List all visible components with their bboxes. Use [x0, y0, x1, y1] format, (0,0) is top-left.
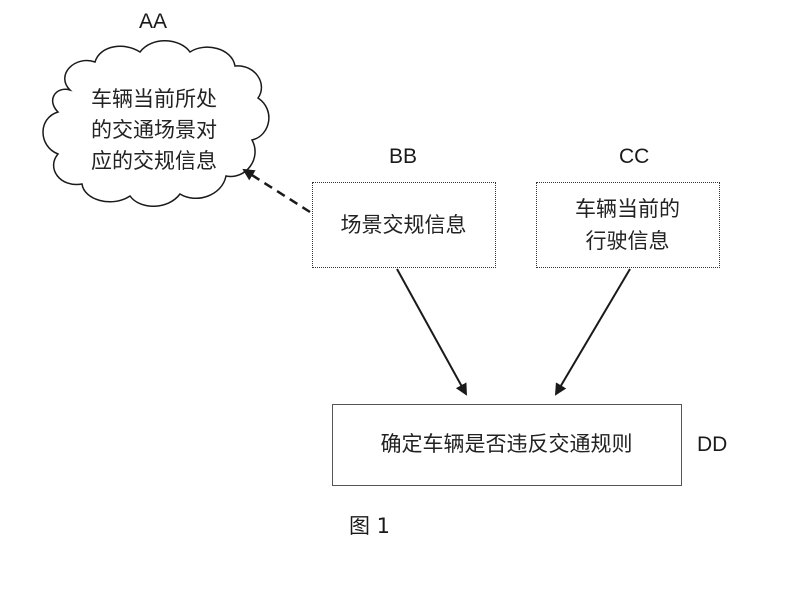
cloud-line: 的交通场景对 — [68, 115, 240, 146]
label-bb: BB — [389, 145, 417, 169]
box-vehicle-driving-info: 车辆当前的 行驶信息 — [536, 182, 720, 268]
figure-caption: 图 1 — [349, 510, 390, 540]
cloud-line: 车辆当前所处 — [68, 84, 240, 115]
box-cc-text-line: 车辆当前的 — [537, 193, 718, 225]
label-aa: AA — [139, 10, 167, 34]
box-determine-violation: 确定车辆是否违反交通规则 — [332, 404, 682, 486]
label-cc: CC — [619, 145, 649, 169]
dashed-arrow-bb-to-cloud — [244, 170, 310, 212]
box-dd-text: 确定车辆是否违反交通规则 — [333, 428, 680, 460]
arrow-cc-to-dd — [556, 269, 630, 394]
label-dd: DD — [697, 433, 727, 457]
box-scene-traffic-rules: 场景交规信息 — [312, 182, 496, 268]
arrow-bb-to-dd — [397, 269, 466, 394]
box-bb-text: 场景交规信息 — [313, 209, 494, 241]
cloud-line: 应的交规信息 — [68, 146, 240, 177]
cloud-text: 车辆当前所处 的交通场景对 应的交规信息 — [68, 84, 240, 177]
box-cc-text-line: 行驶信息 — [537, 225, 718, 257]
